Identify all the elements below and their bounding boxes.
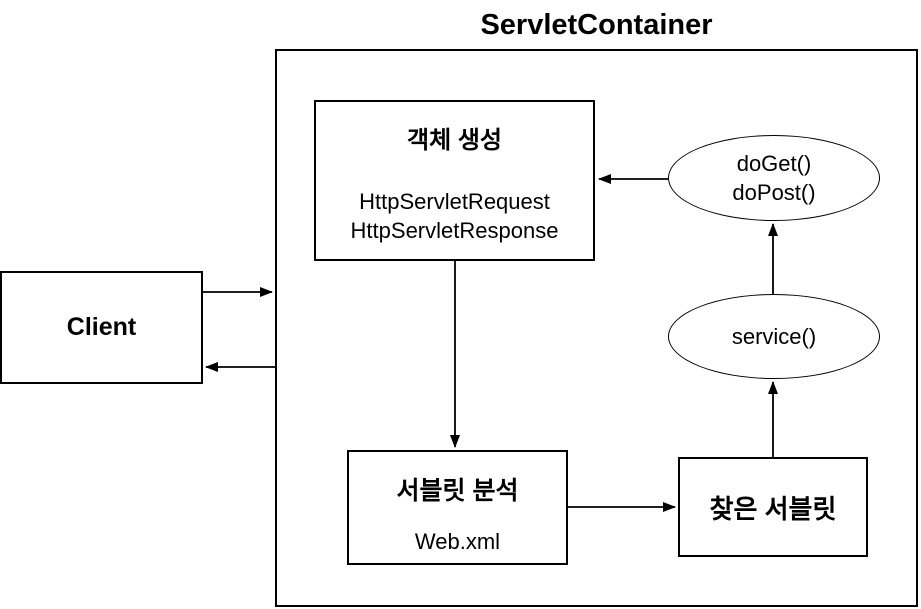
node-doget-label: doGet() — [736, 151, 812, 176]
node-object-creation-line-request: HttpServletRequest — [359, 189, 550, 214]
servlet-container-boundary — [275, 49, 918, 607]
node-found-servlet: 찾은 서블릿 — [678, 457, 868, 557]
node-servlet-analysis-subtitle: Web.xml — [414, 529, 501, 554]
node-servlet-analysis-title: 서블릿 분석 — [396, 477, 519, 505]
node-object-creation: 객체 생성 HttpServletRequest HttpServletResp… — [314, 100, 595, 261]
node-servlet-analysis: 서블릿 분석 Web.xml — [347, 450, 568, 565]
node-service: service() — [668, 294, 880, 379]
node-found-servlet-label: 찾은 서블릿 — [709, 493, 837, 524]
node-service-label: service() — [731, 324, 817, 349]
node-object-creation-title: 객체 생성 — [407, 127, 502, 154]
node-object-creation-line-response: HttpServletResponse — [350, 218, 559, 243]
node-client: Client — [0, 271, 203, 384]
node-doget-dopost: doGet() doPost() — [668, 135, 880, 221]
node-dopost-label: doPost() — [732, 180, 816, 205]
node-client-label: Client — [66, 313, 137, 341]
node-object-creation-body: HttpServletRequest HttpServletResponse — [351, 187, 559, 245]
diagram-title: ServletContainer — [480, 9, 713, 41]
